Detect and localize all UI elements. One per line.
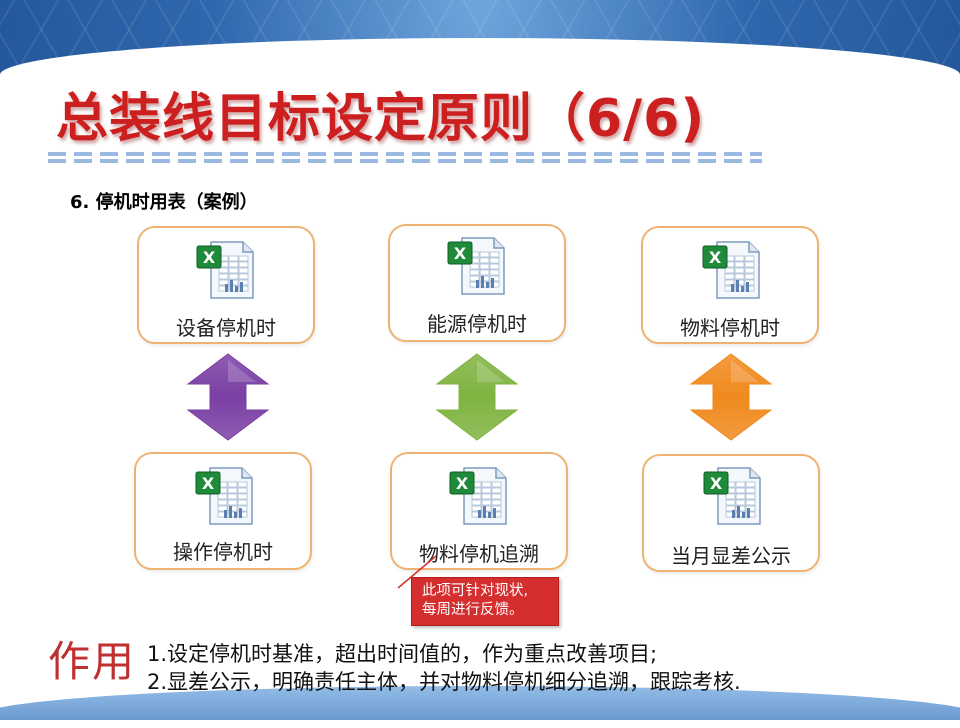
callout-note-line1: 此项可针对现状, — [422, 583, 529, 599]
svg-text:X: X — [454, 244, 467, 263]
callout-note-line2: 每周进行反馈。 — [422, 602, 524, 618]
card-label: 物料停机追溯 — [419, 542, 539, 566]
svg-text:X: X — [203, 248, 216, 267]
effect-heading: 作用 — [48, 637, 137, 686]
card-equipment-downtime: X 设备停机时 — [137, 226, 315, 344]
bottom-wave-band — [0, 686, 960, 720]
title-divider — [48, 152, 762, 164]
svg-text:X: X — [202, 474, 215, 493]
card-label: 物料停机时 — [680, 316, 780, 340]
excel-file-icon: X — [702, 464, 764, 528]
card-monthly-display: X 当月显差公示 — [642, 454, 820, 572]
card-label: 能源停机时 — [427, 312, 527, 336]
svg-text:X: X — [710, 474, 723, 493]
double-arrow-green-icon — [435, 353, 519, 441]
card-material-downtime-trace: X 物料停机追溯 — [390, 452, 568, 570]
svg-text:X: X — [456, 474, 469, 493]
excel-file-icon: X — [194, 464, 256, 528]
excel-file-icon: X — [195, 238, 257, 302]
double-arrow-purple-icon — [186, 353, 270, 441]
card-label: 设备停机时 — [176, 316, 276, 340]
card-energy-downtime: X 能源停机时 — [388, 224, 566, 342]
excel-file-icon: X — [448, 464, 510, 528]
card-operation-downtime: X 操作停机时 — [134, 452, 312, 570]
slide-title: 总装线目标设定原则（6/6) — [56, 89, 706, 149]
double-arrow-orange-icon — [689, 353, 773, 441]
card-label: 操作停机时 — [173, 540, 273, 564]
excel-file-icon: X — [446, 234, 508, 298]
effect-item-1: 1.设定停机时基准，超出时间值的，作为重点改善项目; — [147, 642, 658, 666]
svg-text:X: X — [709, 248, 722, 267]
excel-file-icon: X — [701, 238, 763, 302]
callout-note: 此项可针对现状, 每周进行反馈。 — [411, 577, 559, 626]
card-label: 当月显差公示 — [671, 544, 791, 568]
effect-item-2: 2.显差公示，明确责任主体，并对物料停机细分追溯，跟踪考核. — [147, 670, 741, 694]
card-material-downtime: X 物料停机时 — [641, 226, 819, 344]
section-subtitle: 6. 停机时用表（案例） — [70, 192, 258, 213]
